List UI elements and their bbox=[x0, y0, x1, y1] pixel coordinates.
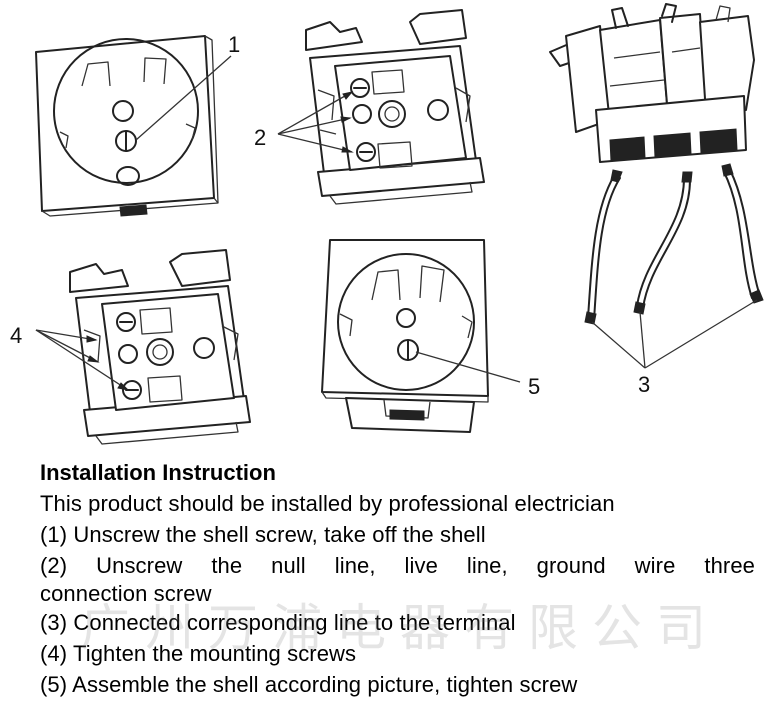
instruction-step-2-line-1: (2) Unscrew the null line, live line, gr… bbox=[40, 553, 755, 578]
socket-insert-figure bbox=[305, 9, 485, 205]
wire-left bbox=[584, 169, 623, 325]
instruction-step-2-line-2: connection screw bbox=[40, 581, 212, 606]
callout-3-leaders bbox=[591, 299, 758, 369]
assembled-socket-figure bbox=[321, 239, 489, 433]
instructions-intro: This product should be installed by prof… bbox=[40, 491, 615, 516]
wire-right bbox=[721, 163, 764, 304]
terminal-block-figure bbox=[549, 3, 755, 163]
callout-3: 3 bbox=[638, 372, 650, 397]
callout-1-leader bbox=[135, 55, 232, 141]
instruction-step-3: (3) Connected corresponding line to the … bbox=[40, 610, 516, 635]
installation-diagram: 1 2 bbox=[10, 3, 764, 445]
callout-4-leaders bbox=[35, 329, 130, 391]
instruction-step-5: (5) Assemble the shell according picture… bbox=[40, 672, 578, 697]
callout-5-leader bbox=[415, 351, 521, 383]
callout-4: 4 bbox=[10, 323, 22, 348]
instruction-step-4: (4) Tighten the mounting screws bbox=[40, 641, 357, 666]
callout-5: 5 bbox=[528, 374, 540, 399]
wire-middle bbox=[633, 171, 693, 315]
socket-with-shell-figure bbox=[35, 35, 219, 217]
callout-2: 2 bbox=[254, 125, 266, 150]
company-watermark: 广州万浦电器有限公司 bbox=[80, 599, 720, 657]
instructions-title: Installation Instruction bbox=[40, 460, 276, 485]
installation-instructions: Installation Instruction This product sh… bbox=[40, 458, 755, 700]
callout-1: 1 bbox=[228, 32, 240, 57]
instruction-step-1: (1) Unscrew the shell screw, take off th… bbox=[40, 522, 486, 547]
callout-2-leaders bbox=[277, 91, 354, 153]
socket-mounting-figure bbox=[69, 249, 251, 445]
